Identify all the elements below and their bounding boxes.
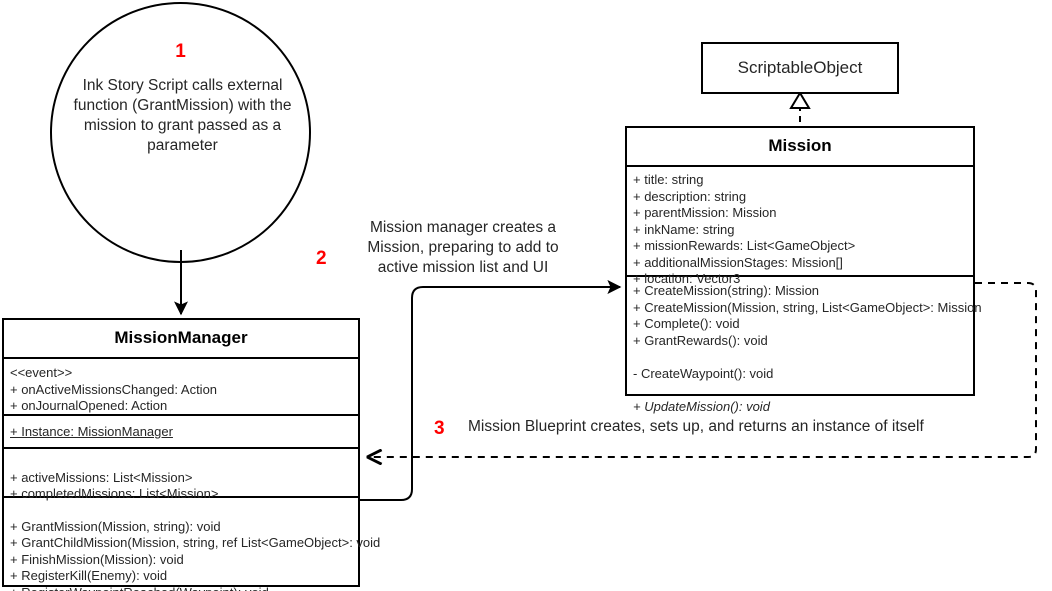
step-3-annotation-text: Mission Blueprint creates, sets up, and … (468, 417, 924, 437)
missionmanager-section-fields: + activeMissions: List<Mission> + comple… (4, 449, 358, 501)
uml-line: + title: string (633, 172, 704, 187)
uml-line-spacer (10, 453, 352, 470)
mission-section-fields: + title: string + description: string + … (627, 167, 973, 286)
uml-line: + GrantChildMission(Mission, string, ref… (10, 535, 381, 550)
uml-line: <<event>> (10, 365, 73, 380)
uml-line: + missionRewards: List<GameObject> (633, 238, 856, 253)
uml-line: + RegisterKill(Enemy): void (10, 568, 168, 583)
uml-line-spacer (633, 349, 967, 366)
uml-line: + Instance: MissionManager (10, 424, 173, 439)
mission-section-methods: + CreateMission(string): Mission + Creat… (627, 277, 982, 422)
uml-line: + onJournalOpened: Action (10, 398, 168, 413)
uml-line: + activeMissions: List<Mission> (10, 469, 193, 485)
uml-line: + onActiveMissionsChanged: Action (10, 381, 218, 397)
uml-line: + description: string (633, 188, 747, 204)
mission-class-title: Mission (627, 128, 973, 167)
step-number-1: 1 (175, 41, 186, 62)
uml-line: + Complete(): void (633, 316, 740, 331)
missionmanager-class-title: MissionManager (4, 320, 358, 359)
missionmanager-section-events: <<event>> + onActiveMissionsChanged: Act… (4, 359, 358, 416)
scriptableobject-label: ScriptableObject (737, 58, 863, 77)
uml-line: + parentMission: Mission (633, 205, 777, 220)
uml-line-spacer (10, 502, 352, 519)
scriptableobject-box[interactable]: ScriptableObject (701, 42, 899, 94)
missionmanager-section-methods: + GrantMission(Mission, string): void + … (4, 498, 381, 591)
step-2-annotation-text: Mission manager creates a Mission, prepa… (344, 218, 582, 278)
uml-line: + GrantRewards(): void (633, 332, 768, 348)
uml-line: + GrantMission(Mission, string): void (10, 518, 221, 534)
uml-line: - CreateWaypoint(): void (633, 365, 774, 381)
step-number-2: 2 (316, 248, 327, 269)
uml-line: + FinishMission(Mission): void (10, 551, 184, 567)
uml-line: + location: Vector3 (633, 271, 741, 286)
missionmanager-section-static: + Instance: MissionManager (4, 416, 358, 449)
step-3-text: Mission Blueprint creates, sets up, and … (468, 418, 924, 435)
uml-line: + additionalMissionStages: Mission[] (633, 254, 843, 270)
step-2-text: Mission manager creates a Mission, prepa… (367, 219, 559, 276)
uml-line-spacer (633, 382, 967, 399)
step-number-3: 3 (434, 418, 445, 439)
ink-story-note-circle: 1 Ink Story Script calls external functi… (50, 2, 311, 263)
uml-line: + completedMissions: List<Mission> (10, 486, 219, 501)
uml-line: + UpdateMission(): void (633, 398, 770, 414)
ink-story-note-text: Ink Story Script calls external function… (73, 77, 292, 154)
mission-class-box[interactable]: Mission + title: string + description: s… (625, 126, 982, 414)
missionmanager-class-box[interactable]: MissionManager <<event>> + onActiveMissi… (2, 318, 380, 591)
uml-line: + RegisterWaypointReached(Waypoint): voi… (10, 585, 352, 591)
connector-missionmanager-to-mission (360, 280, 622, 501)
uml-line: + CreateMission(Mission, string, List<Ga… (633, 299, 982, 315)
uml-line: + CreateMission(string): Mission (633, 283, 820, 298)
uml-line: + inkName: string (633, 221, 735, 237)
connector-mission-inherits-scriptableobject (789, 91, 811, 122)
connector-mission-return (368, 282, 1037, 457)
